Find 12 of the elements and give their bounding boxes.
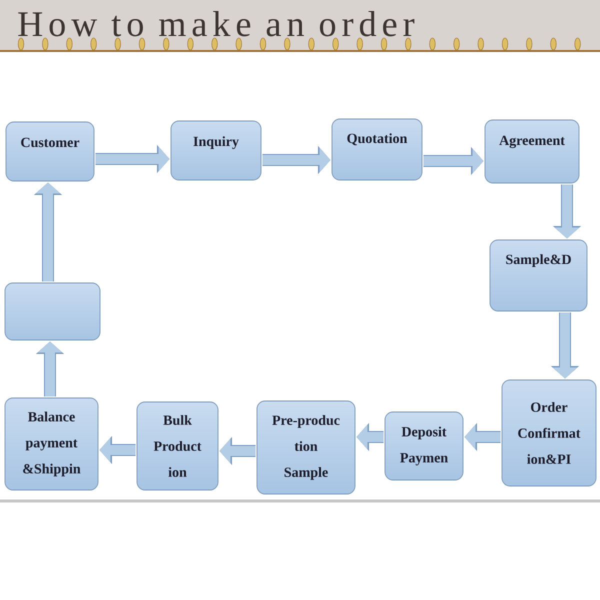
process-box	[4, 282, 100, 340]
process-box: Balance payment &Shippin	[4, 398, 98, 490]
process-box: Bulk Product ion	[136, 402, 218, 490]
process-box: Sample&D	[490, 240, 588, 312]
process-box: Quotation	[332, 118, 422, 180]
process-box: Inquiry	[170, 120, 262, 180]
process-box: Deposit Paymen	[384, 412, 464, 480]
process-box: Customer	[6, 122, 94, 182]
process-box: Order Confirmat ion&PI	[502, 380, 596, 486]
process-box: Agreement	[484, 120, 580, 184]
process-box: Pre-produc tion Sample	[256, 400, 356, 494]
title: How to make an order	[18, 11, 414, 36]
